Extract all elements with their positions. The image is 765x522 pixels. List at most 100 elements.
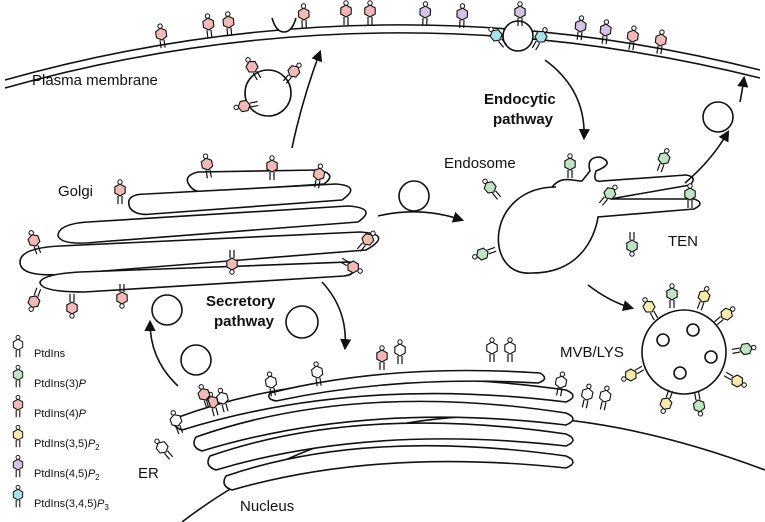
svg-text:PtdIns(4,5)P2: PtdIns(4,5)P2 [34,468,100,482]
ptdins-lipid [580,383,594,409]
ptdins-lipid [12,334,24,358]
ptdins45p2-lipid [599,19,612,45]
ptdins4p-lipid [356,230,376,252]
ten-label: TEN [668,233,698,250]
ptdins4p-lipid [626,25,639,51]
ptdins3p-lipid [598,184,618,206]
ptdins4p-lipid [297,3,310,29]
ptdins-lipid [504,337,516,362]
legend-label: PtdIns(4,5) [34,468,88,480]
ptdins4p-icon [12,394,24,418]
ptdins4p-lipid [376,345,388,370]
ptdins3p-lipid [731,342,757,356]
transport-vesicle-2 [151,294,183,326]
ptdins45p2-lipid [12,454,24,478]
legend-item-ptdins3p: PtdIns(3)P [12,364,87,390]
transport-vesicle-3 [285,305,319,339]
ptdins35p2-lipid [696,286,711,311]
ptdins45p2-lipid [574,15,587,41]
ptdins4p-lipid [27,230,42,255]
ptdins345p3-icon [12,484,24,508]
svg-text:PtdIns(3,5)P2: PtdIns(3,5)P2 [34,438,100,452]
endocytic-pathway-label-1: Endocytic [484,91,556,108]
ptdins-lipid [264,371,278,397]
ptdins4p-lipid [364,0,376,25]
legend-item-ptdins345p3: PtdIns(3,4,5)P3 [12,484,109,512]
ptdins-lipid [154,438,174,460]
ptdins4p-lipid [654,29,667,55]
recycling-vesicle [702,101,734,133]
mvb-lysosome [641,309,727,395]
ptdins4p-lipid [200,153,214,179]
ptdins4p-lipid [226,250,238,275]
ptdins4p-lipid [339,257,363,274]
ptdins35p2-lipid [714,306,736,326]
endosome-label: Endosome [444,155,516,172]
ptdins4p-lipid [222,11,235,37]
ptdins-lipid [169,410,184,435]
ptdins3p-lipid [564,153,576,178]
ptdins35p2-lipid [12,424,24,448]
mvb-lys-label: MVB/LYS [560,344,624,361]
legend: PtdIns PtdIns(3)P PtdIns(4)P PtdIns(3,5)… [12,334,109,512]
nucleus-label: Nucleus [240,498,294,515]
ptdins-icon [12,334,24,358]
ptdins4p-lipid [114,179,126,204]
ptdins4p-lipid [266,155,278,180]
secretory-pathway-label-1: Secretory [206,293,276,310]
ptdins-lipid [598,385,612,411]
svg-text:PtdIns: PtdIns [34,348,66,360]
legend-label: PtdIns(3) [34,378,79,390]
svg-text:PtdIns(4)P: PtdIns(4)P [34,408,87,420]
ptdins4p-lipid [66,294,78,319]
ptdins35p2-lipid [659,389,674,414]
ptdins35p2-lipid [642,297,659,321]
legend-label: PtdIns(4) [34,408,79,420]
exocytic-vesicle [244,69,292,117]
secretory-pathway-label-2: pathway [214,313,275,330]
ptdins345p3-lipid [488,26,508,48]
plasma-membrane-label: Plasma membrane [32,72,158,89]
ptdins3p-lipid [684,183,696,208]
svg-text:PtdIns(3)P: PtdIns(3)P [34,378,87,390]
golgi-stack [19,169,380,293]
legend-item-ptdins35p2: PtdIns(3,5)P2 [12,424,100,452]
er-label: ER [138,465,159,482]
ptdins3p-lipid [472,246,497,261]
ptdins4p-lipid [233,99,259,113]
ptdins3p-icon [12,364,24,388]
ptdins35p2-lipid [723,371,747,388]
ptdins35p2-icon [12,424,24,448]
pathway-arrows [144,49,749,387]
ptdins345p3-lipid [531,27,548,51]
plasma-membrane [4,12,761,89]
endosome [497,156,701,274]
legend-label: PtdIns [34,348,66,360]
legend-item-ptdins4p: PtdIns(4)P [12,394,87,420]
ptdins45p2-icon [12,454,24,478]
ptdins4p-lipid [197,384,212,409]
endocytic-pathway-label-2: pathway [493,111,554,128]
ptdins4p-lipid [312,163,326,189]
ptdins4p-lipid [116,284,128,309]
legend-item-ptdins: PtdIns [12,334,66,360]
ptdins3p-lipid [656,148,671,173]
ptdins-lipid [311,361,324,387]
ptdins4p-lipid [155,23,168,49]
ptdins4p-lipid [282,62,302,84]
ptdins-lipid [216,387,229,413]
ptdins-lipid [486,337,498,362]
ptdins4p-lipid [27,287,42,312]
ptdins45p2-lipid [514,1,526,26]
endoplasmic-reticulum [173,369,574,491]
ptdins3p-lipid [692,391,706,417]
legend-item-ptdins45p2: PtdIns(4,5)P2 [12,454,100,482]
transport-vesicle-1 [398,180,430,212]
ptdins4p-lipid [202,13,215,39]
legend-label: PtdIns(3,5) [34,438,88,450]
ptdins3p-lipid [12,364,24,388]
ptdins4p-lipid [245,57,262,81]
svg-text:PtdIns(3,4,5)P3: PtdIns(3,4,5)P3 [34,498,109,512]
ptdins45p2-lipid [456,3,469,29]
